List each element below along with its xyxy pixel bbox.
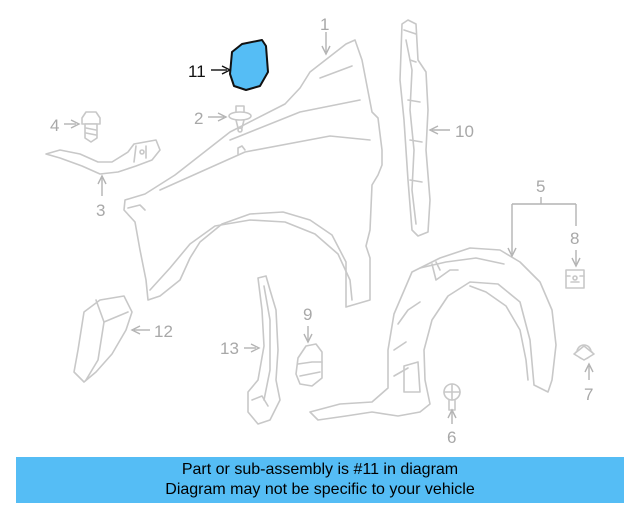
label-12: 12 (130, 322, 173, 341)
label-3: 3 (96, 174, 107, 220)
part-9-plug[interactable] (295, 343, 323, 387)
parts-diagram: 1 10 11 2 4 (45, 15, 595, 447)
callout-7: 7 (584, 385, 593, 404)
label-4: 4 (50, 116, 81, 135)
callout-4: 4 (50, 116, 59, 135)
part-8-clip[interactable] (565, 269, 585, 289)
part-5-liner[interactable] (309, 247, 557, 421)
callout-3: 3 (96, 201, 105, 220)
label-10: 10 (428, 122, 474, 141)
callout-9: 9 (303, 305, 312, 324)
callout-6: 6 (447, 428, 456, 447)
part-7-pin[interactable] (573, 344, 595, 361)
part-1-fender[interactable] (123, 39, 383, 308)
info-banner: Part or sub-assembly is #11 in diagram D… (16, 457, 624, 503)
callout-5: 5 (536, 177, 545, 196)
callout-8: 8 (570, 229, 579, 248)
callout-13: 13 (220, 339, 239, 358)
part-4-bolt[interactable] (81, 111, 101, 143)
banner-line-1: Part or sub-assembly is #11 in diagram (181, 461, 459, 478)
part-3-bracket[interactable] (45, 139, 161, 175)
part-13-seal[interactable] (247, 275, 281, 425)
label-9: 9 (303, 305, 313, 344)
callout-11: 11 (188, 62, 206, 81)
callout-10: 10 (455, 122, 474, 141)
part-12-guard[interactable] (73, 295, 133, 383)
label-8: 8 (570, 229, 581, 268)
label-2: 2 (194, 109, 228, 128)
banner-line-2: Diagram may not be specific to your vehi… (165, 481, 475, 498)
part-2-clip[interactable] (228, 105, 252, 133)
label-7: 7 (584, 362, 594, 404)
label-6: 6 (447, 408, 457, 447)
label-13: 13 (220, 339, 261, 358)
callout-12: 12 (154, 322, 173, 341)
callout-1: 1 (320, 15, 329, 34)
label-11: 11 (188, 62, 232, 81)
callout-2: 2 (194, 109, 203, 128)
part-10-bracket[interactable] (399, 19, 431, 237)
part-6-bolt[interactable] (443, 383, 461, 411)
label-5: 5 (507, 177, 577, 258)
part-11-cover[interactable] (229, 39, 269, 91)
label-1: 1 (320, 15, 331, 56)
